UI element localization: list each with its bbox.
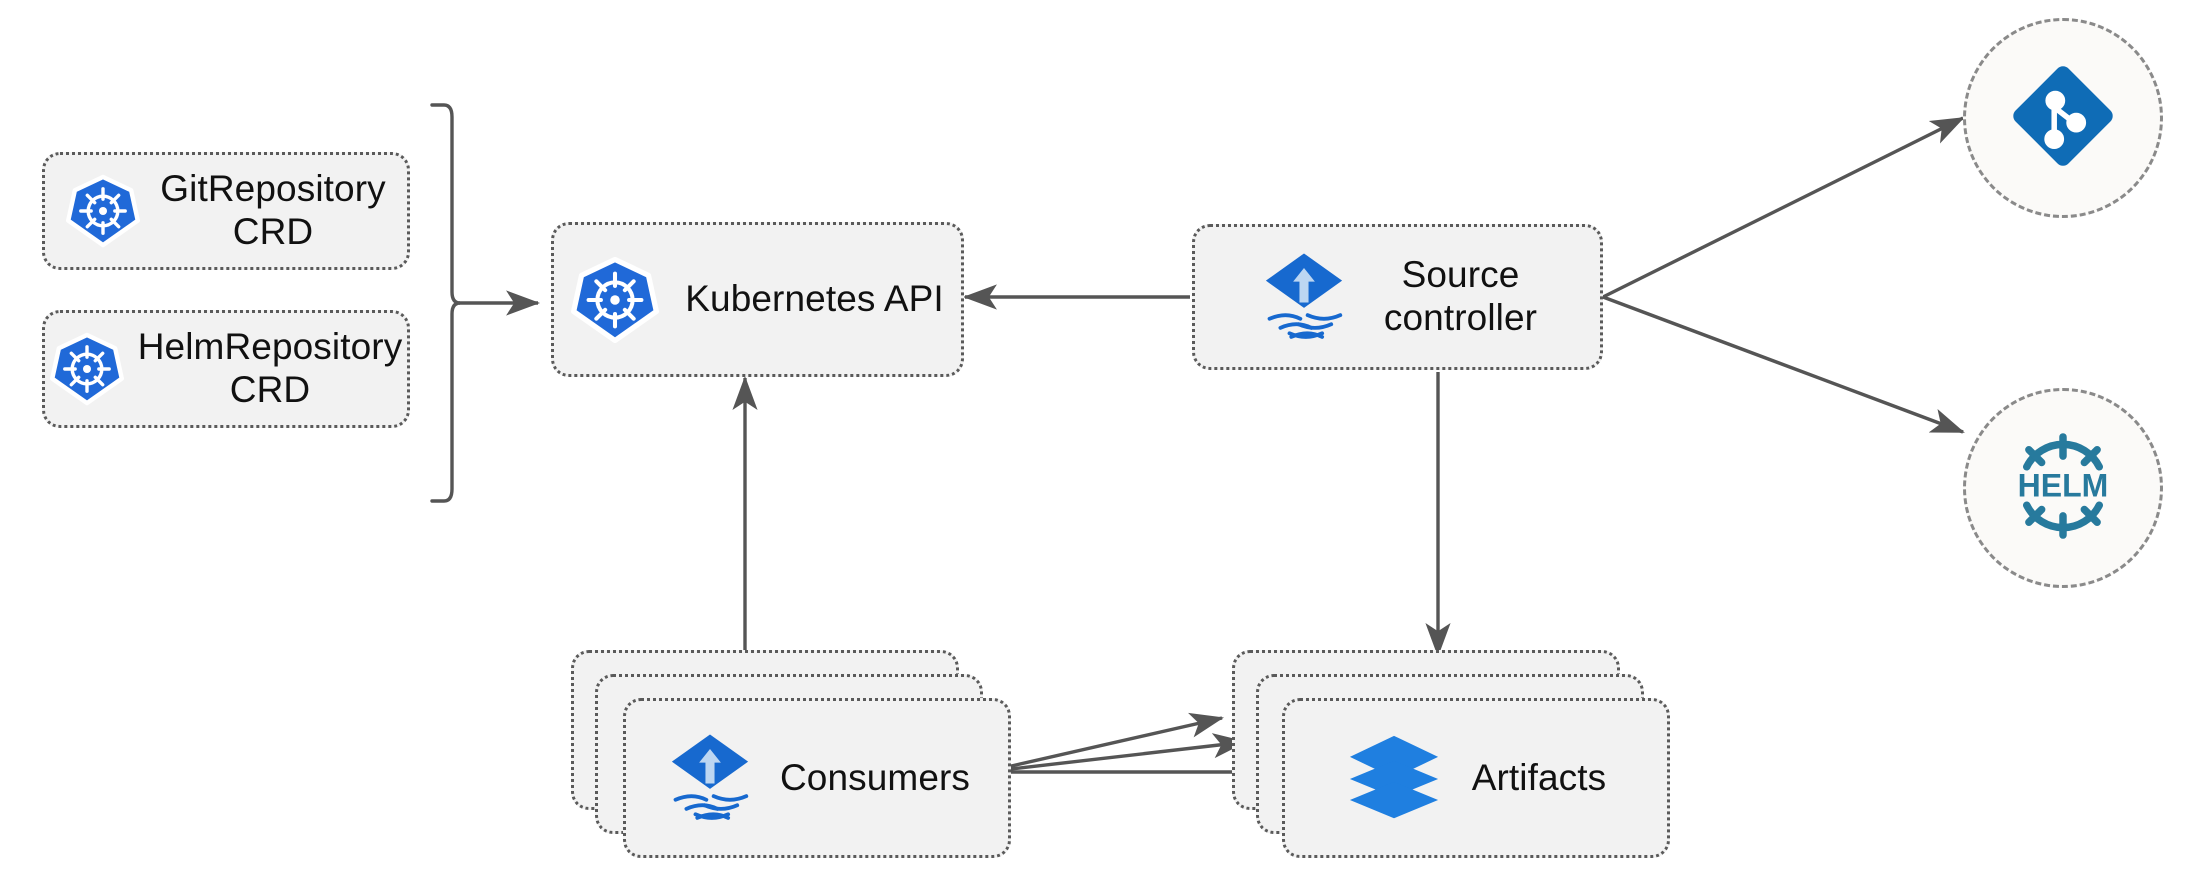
flux-icon — [664, 729, 756, 827]
node-label: HelmRepository CRD — [137, 326, 403, 410]
node-label: Consumers — [779, 756, 971, 798]
git-icon — [2008, 61, 2118, 176]
node-consumers[interactable]: Consumers — [623, 698, 1011, 858]
flux-icon — [1258, 248, 1350, 346]
edge-consumers-to-artifacts-1 — [984, 712, 1224, 774]
node-source-controller[interactable]: Source controller — [1192, 224, 1603, 370]
node-label: Kubernetes API — [685, 278, 944, 320]
node-helm-provider[interactable]: HELM — [1963, 388, 2163, 588]
edge-source-controller-to-git-provider — [1602, 116, 1965, 299]
helm-wordmark: HELM — [2018, 467, 2109, 503]
node-artifacts[interactable]: Artifacts — [1282, 698, 1670, 858]
helm-icon: HELM — [1999, 422, 2127, 555]
edge-source-controller-to-helm-provider — [1602, 295, 1965, 434]
edge-consumers-to-artifacts-2 — [984, 733, 1248, 774]
node-git-repository-crd[interactable]: GitRepository CRD — [42, 152, 410, 270]
node-git-provider[interactable] — [1963, 18, 2163, 218]
crd-group-bracket — [430, 103, 461, 503]
kubernetes-icon — [49, 332, 124, 406]
node-helm-repository-crd[interactable]: HelmRepository CRD — [42, 310, 410, 428]
node-label: Source controller — [1383, 254, 1538, 338]
node-kubernetes-api[interactable]: Kubernetes API — [551, 222, 964, 377]
layers-icon — [1346, 732, 1442, 824]
kubernetes-icon — [66, 174, 141, 248]
node-label: Artifacts — [1471, 756, 1607, 798]
node-label: GitRepository CRD — [160, 168, 386, 252]
kubernetes-icon — [571, 256, 660, 344]
